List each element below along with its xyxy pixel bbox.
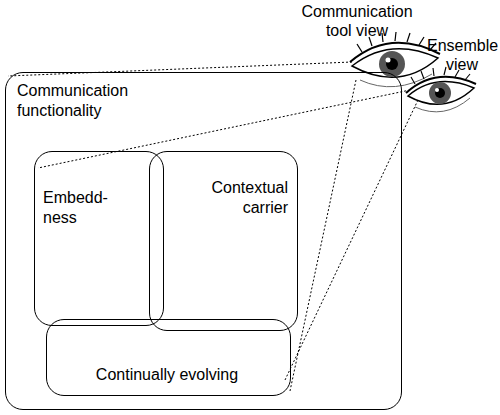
concept-label: Continually evolving — [47, 365, 287, 385]
concept-label: Embedd- ness — [43, 188, 117, 228]
view-label: Ensemble view — [427, 36, 497, 74]
region-heading: Communication functionality — [17, 81, 145, 121]
view-label: Communication tool view — [292, 2, 422, 40]
concept-box: Embedd- ness — [34, 151, 164, 326]
eye-top — [350, 32, 440, 87]
concept-label: Contextual carrier — [188, 178, 288, 218]
eye-ensemble — [406, 67, 476, 112]
concept-box: Continually evolving — [46, 319, 291, 396]
sight-lines — [8, 62, 418, 391]
outer-region: Communication functionalityEmbedd- nessC… — [5, 72, 402, 410]
concept-box: Contextual carrier — [149, 151, 298, 331]
